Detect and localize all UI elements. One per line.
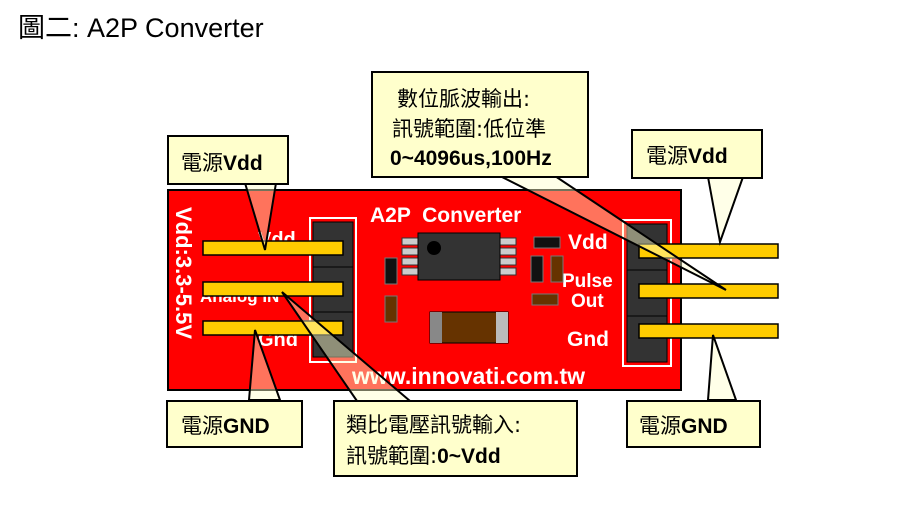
smd-resistor-3 — [530, 255, 544, 283]
smd-large-capacitor — [429, 311, 509, 344]
right-pin-gnd — [638, 323, 779, 339]
pulse-output-line3: 0~4096us,100Hz — [390, 147, 552, 170]
pulse-output-line2: 訊號範圍:低位準 — [392, 117, 546, 141]
callout-top-left-vdd-text: 電源Vdd — [181, 151, 263, 175]
figure-title: 圖二: A2P Converter — [18, 13, 264, 43]
callout-bottom-right-gnd — [626, 400, 761, 448]
callout-bottom-right-gnd-text: 電源GND — [639, 414, 728, 438]
callout-top-right-vdd-text: 電源Vdd — [646, 144, 728, 168]
smd-resistor — [384, 257, 398, 285]
board-name: A2P Converter — [370, 204, 521, 227]
right-header-pin-3 — [626, 315, 668, 363]
analog-input-line1: 類比電壓訊號輸入: — [346, 413, 521, 437]
callout-analog-input — [333, 400, 578, 477]
callout-bottom-left-gnd — [166, 400, 303, 448]
smd-capacitor — [384, 295, 398, 323]
right-label-pulse: Pulse — [562, 271, 613, 292]
callout-bottom-left-gnd-text: 電源GND — [181, 414, 270, 438]
board-voltage-label: Vdd:3.3-5.5V — [171, 207, 196, 339]
callout-top-right-vdd — [631, 129, 763, 179]
ic-chip — [401, 232, 517, 281]
right-label-vdd: Vdd — [568, 231, 608, 254]
pulse-output-line1: 數位脈波輸出: — [397, 87, 530, 111]
smd-resistor-2 — [533, 236, 561, 249]
left-pin-analog-in — [202, 281, 344, 297]
right-pin-pulse-out — [638, 283, 779, 299]
right-label-out: Out — [571, 291, 604, 312]
analog-input-line2: 訊號範圍:0~Vdd — [346, 444, 501, 468]
pointer-top-right-vdd — [706, 176, 745, 246]
pointer-bottom-right-gnd — [706, 334, 738, 401]
smd-capacitor-2 — [550, 255, 564, 283]
smd-capacitor-3 — [531, 293, 559, 306]
right-label-gnd: Gnd — [567, 328, 609, 351]
callout-top-left-vdd — [167, 135, 289, 185]
left-pin-vdd — [202, 240, 344, 256]
callout-pulse-output — [371, 71, 589, 178]
